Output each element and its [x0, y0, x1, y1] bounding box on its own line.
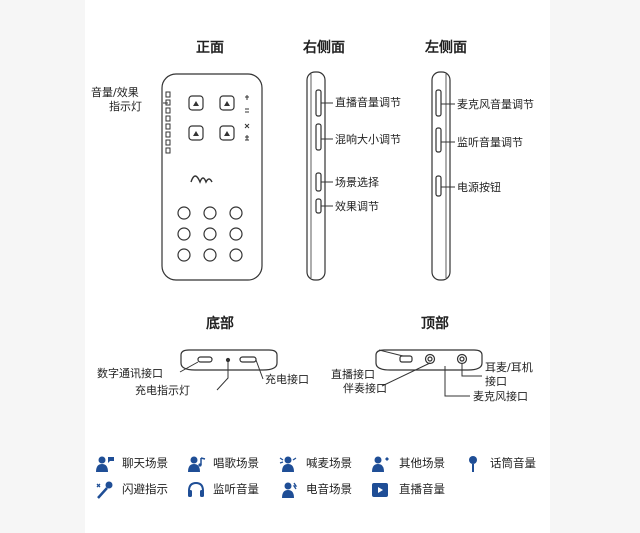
- bottom-view-title: 底部: [206, 316, 234, 332]
- legend-label: 喊麦场景: [306, 456, 352, 470]
- legend-label: 闪避指示: [122, 482, 168, 496]
- monitor-volume-icon: [188, 481, 204, 497]
- diagram-canvas: 正面 右侧面 左侧面 底部 顶部 音量/效果 指示灯 直播音量调节 混响大小调节…: [85, 0, 550, 533]
- monitor-volume-adjust-label: 监听音量调节: [457, 136, 523, 149]
- legend-label: 监听音量: [213, 482, 259, 496]
- front-view-device: [161, 73, 263, 281]
- indicator-label-line2: 指示灯: [109, 100, 142, 113]
- left-view-title: 左侧面: [425, 40, 467, 56]
- accompaniment-port-label: 伴奏接口: [343, 382, 387, 395]
- left-margin: [0, 0, 85, 533]
- headset-port-label-line2: 接口: [485, 375, 507, 388]
- indicator-label-line1: 音量/效果: [91, 86, 139, 99]
- reverb-adjust-label: 混响大小调节: [335, 133, 401, 146]
- legend-label: 聊天场景: [122, 456, 168, 470]
- live-volume-adjust-label: 直播音量调节: [335, 96, 401, 109]
- device-drawings: [161, 71, 483, 397]
- power-button-label: 电源按钮: [457, 181, 501, 194]
- live-port-label: 直播接口: [331, 368, 375, 381]
- top-view-device: [375, 349, 483, 397]
- digital-interface-label: 数字通讯接口: [97, 367, 163, 380]
- right-view-title: 右侧面: [303, 40, 345, 56]
- charge-indicator-label: 充电指示灯: [135, 384, 190, 397]
- scene-select-label: 场景选择: [335, 176, 379, 189]
- front-view-title: 正面: [196, 40, 224, 56]
- legend-label: 唱歌场景: [213, 456, 259, 470]
- electronic-scene-icon: [282, 482, 298, 498]
- legend-label: 话筒音量: [490, 456, 536, 470]
- effect-adjust-label: 效果调节: [335, 200, 379, 213]
- mic-port-label: 麦克风接口: [473, 390, 528, 403]
- chat-scene-icon: [96, 456, 114, 472]
- left-side-device: [431, 71, 455, 281]
- headset-port-label-line1: 耳麦/耳机: [485, 361, 533, 374]
- right-margin: [550, 0, 640, 533]
- mic-volume-adjust-label: 麦克风音量调节: [457, 98, 534, 111]
- ducking-indicator-icon: [96, 481, 113, 499]
- legend-label: 直播音量: [399, 482, 445, 496]
- singing-scene-icon: [188, 456, 206, 472]
- top-view-title: 顶部: [421, 316, 449, 332]
- bottom-view-device: [179, 349, 278, 391]
- right-side-device: [306, 71, 333, 281]
- live-volume-icon: [372, 483, 388, 497]
- legend-label: 电音场景: [306, 482, 352, 496]
- shouting-scene-icon: [279, 456, 297, 472]
- other-scene-icon: [372, 456, 389, 472]
- microphone-volume-icon: [469, 456, 477, 472]
- charge-port-label: 充电接口: [265, 373, 309, 386]
- legend-label: 其他场景: [399, 456, 445, 470]
